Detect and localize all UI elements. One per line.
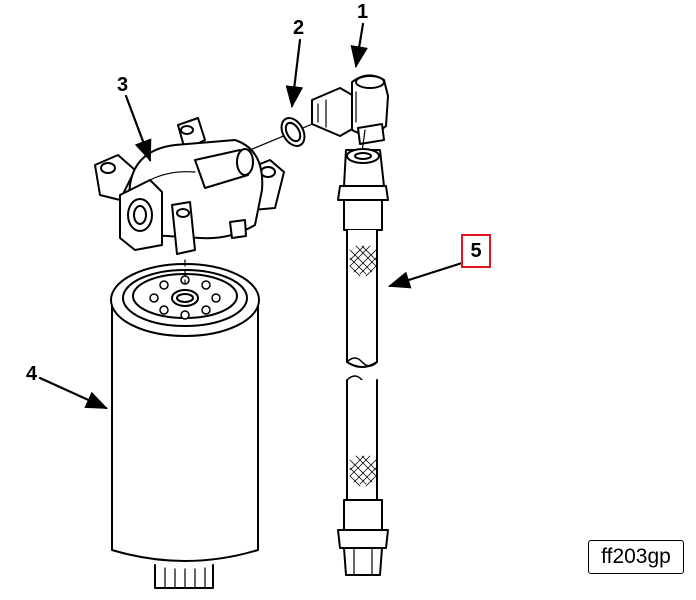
callout-3: 3 [117, 74, 129, 96]
callout-1: 1 [357, 1, 369, 23]
o-ring [280, 117, 306, 147]
callout-5-highlighted: 5 [461, 234, 491, 268]
callout-4: 4 [26, 363, 38, 385]
filter-head [94, 117, 285, 255]
callout-2: 2 [293, 17, 305, 39]
hose-assembly [337, 148, 389, 576]
figure-code-label: ff203gp [588, 540, 684, 574]
leader-arrows [38, 22, 464, 410]
filter-element [110, 263, 260, 589]
elbow-fitting [311, 74, 389, 145]
